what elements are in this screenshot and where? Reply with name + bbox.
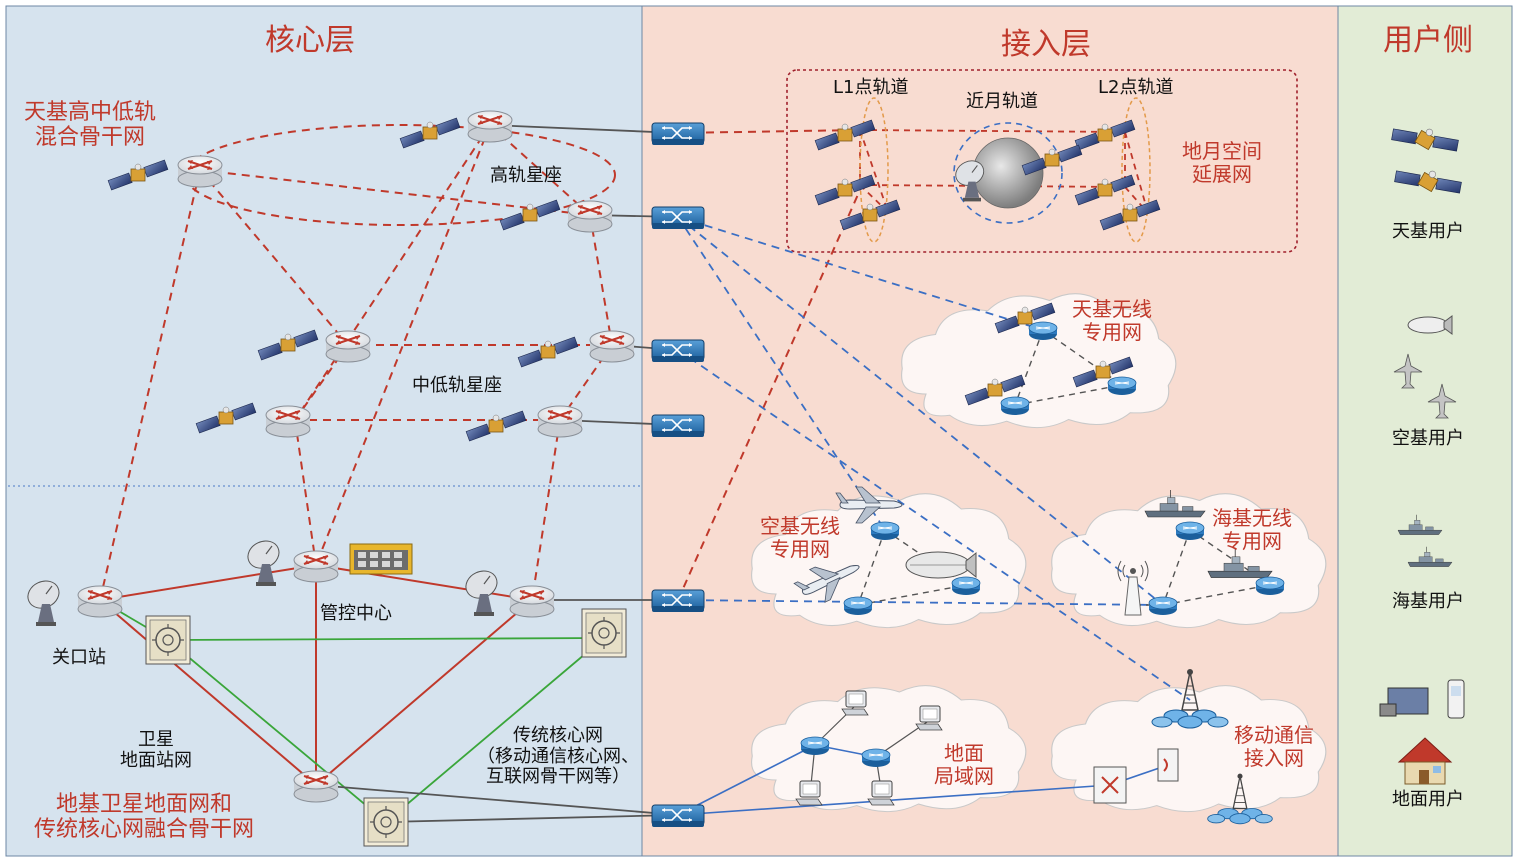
satellite-ground-network-label: 卫星 地面站网: [120, 729, 192, 771]
lunar-orbit-label: 近月轨道: [966, 91, 1038, 112]
air-wireless-line-1: 空基无线: [760, 514, 840, 538]
satellite-ground-network-line-1: 卫星: [138, 729, 174, 750]
ground-lan-label: 地面 局域网: [934, 742, 994, 788]
ground-user-label: 地面用户: [1392, 789, 1464, 810]
ground-lan-line-2: 局域网: [934, 764, 994, 788]
earth-moon-line-2: 延展网: [1192, 162, 1252, 186]
sea-wireless-line-2: 专用网: [1222, 529, 1282, 553]
access-layer-title: 接入层: [1001, 27, 1091, 62]
ground-lan-line-1: 地面: [944, 741, 984, 765]
geo-constellation-label: 高轨星座: [490, 165, 562, 186]
ground-backbone-line-2: 传统核心网融合骨干网: [33, 817, 255, 843]
traditional-core-line-2: （移动通信核心网、: [477, 745, 639, 767]
meo-leo-constellation-label: 中低轨星座: [412, 375, 502, 396]
space-wireless-line-1: 天基无线: [1072, 297, 1152, 321]
user-side-title: 用户侧: [1383, 23, 1473, 58]
l1-orbit-label: L1点轨道: [833, 77, 909, 98]
mobile-access-label: 移动通信 接入网: [1234, 724, 1314, 770]
space-backbone-line-1: 天基高中低轨: [24, 100, 157, 125]
air-user-label: 空基用户: [1392, 428, 1464, 449]
core-layer-title: 核心层: [265, 23, 355, 58]
earth-moon-line-1: 地月空间: [1182, 139, 1262, 163]
earth-moon-network-label: 地月空间 延展网: [1182, 140, 1262, 186]
ground-backbone-line-1: 地基卫星地面网和: [55, 792, 233, 817]
space-wireless-label: 天基无线 专用网: [1072, 298, 1152, 344]
air-wireless-line-2: 专用网: [770, 537, 830, 561]
sea-user-label: 海基用户: [1392, 591, 1464, 612]
traditional-core-label: 传统核心网 （移动通信核心网、 互联网骨干网等）: [477, 725, 639, 788]
sea-wireless-label: 海基无线 专用网: [1212, 507, 1292, 553]
ground-backbone-label: 地基卫星地面网和 传统核心网融合骨干网: [34, 792, 254, 843]
sea-wireless-line-1: 海基无线: [1212, 506, 1292, 530]
mobile-access-line-1: 移动通信: [1234, 723, 1314, 747]
space-backbone-line-2: 混合骨干网: [35, 125, 146, 151]
traditional-core-line-1: 传统核心网: [513, 725, 603, 746]
mobile-access-line-2: 接入网: [1244, 746, 1304, 770]
traditional-core-line-3: 互联网骨干网等）: [486, 766, 630, 788]
l2-orbit-label: L2点轨道: [1098, 77, 1174, 98]
air-wireless-label: 空基无线 专用网: [760, 515, 840, 561]
satellite-ground-network-line-2: 地面站网: [120, 749, 192, 771]
space-backbone-label: 天基高中低轨 混合骨干网: [24, 100, 156, 151]
space-user-label: 天基用户: [1392, 221, 1464, 242]
control-center-label: 管控中心: [320, 603, 392, 624]
gateway-label: 关口站: [52, 647, 106, 668]
space-wireless-line-2: 专用网: [1082, 320, 1142, 344]
